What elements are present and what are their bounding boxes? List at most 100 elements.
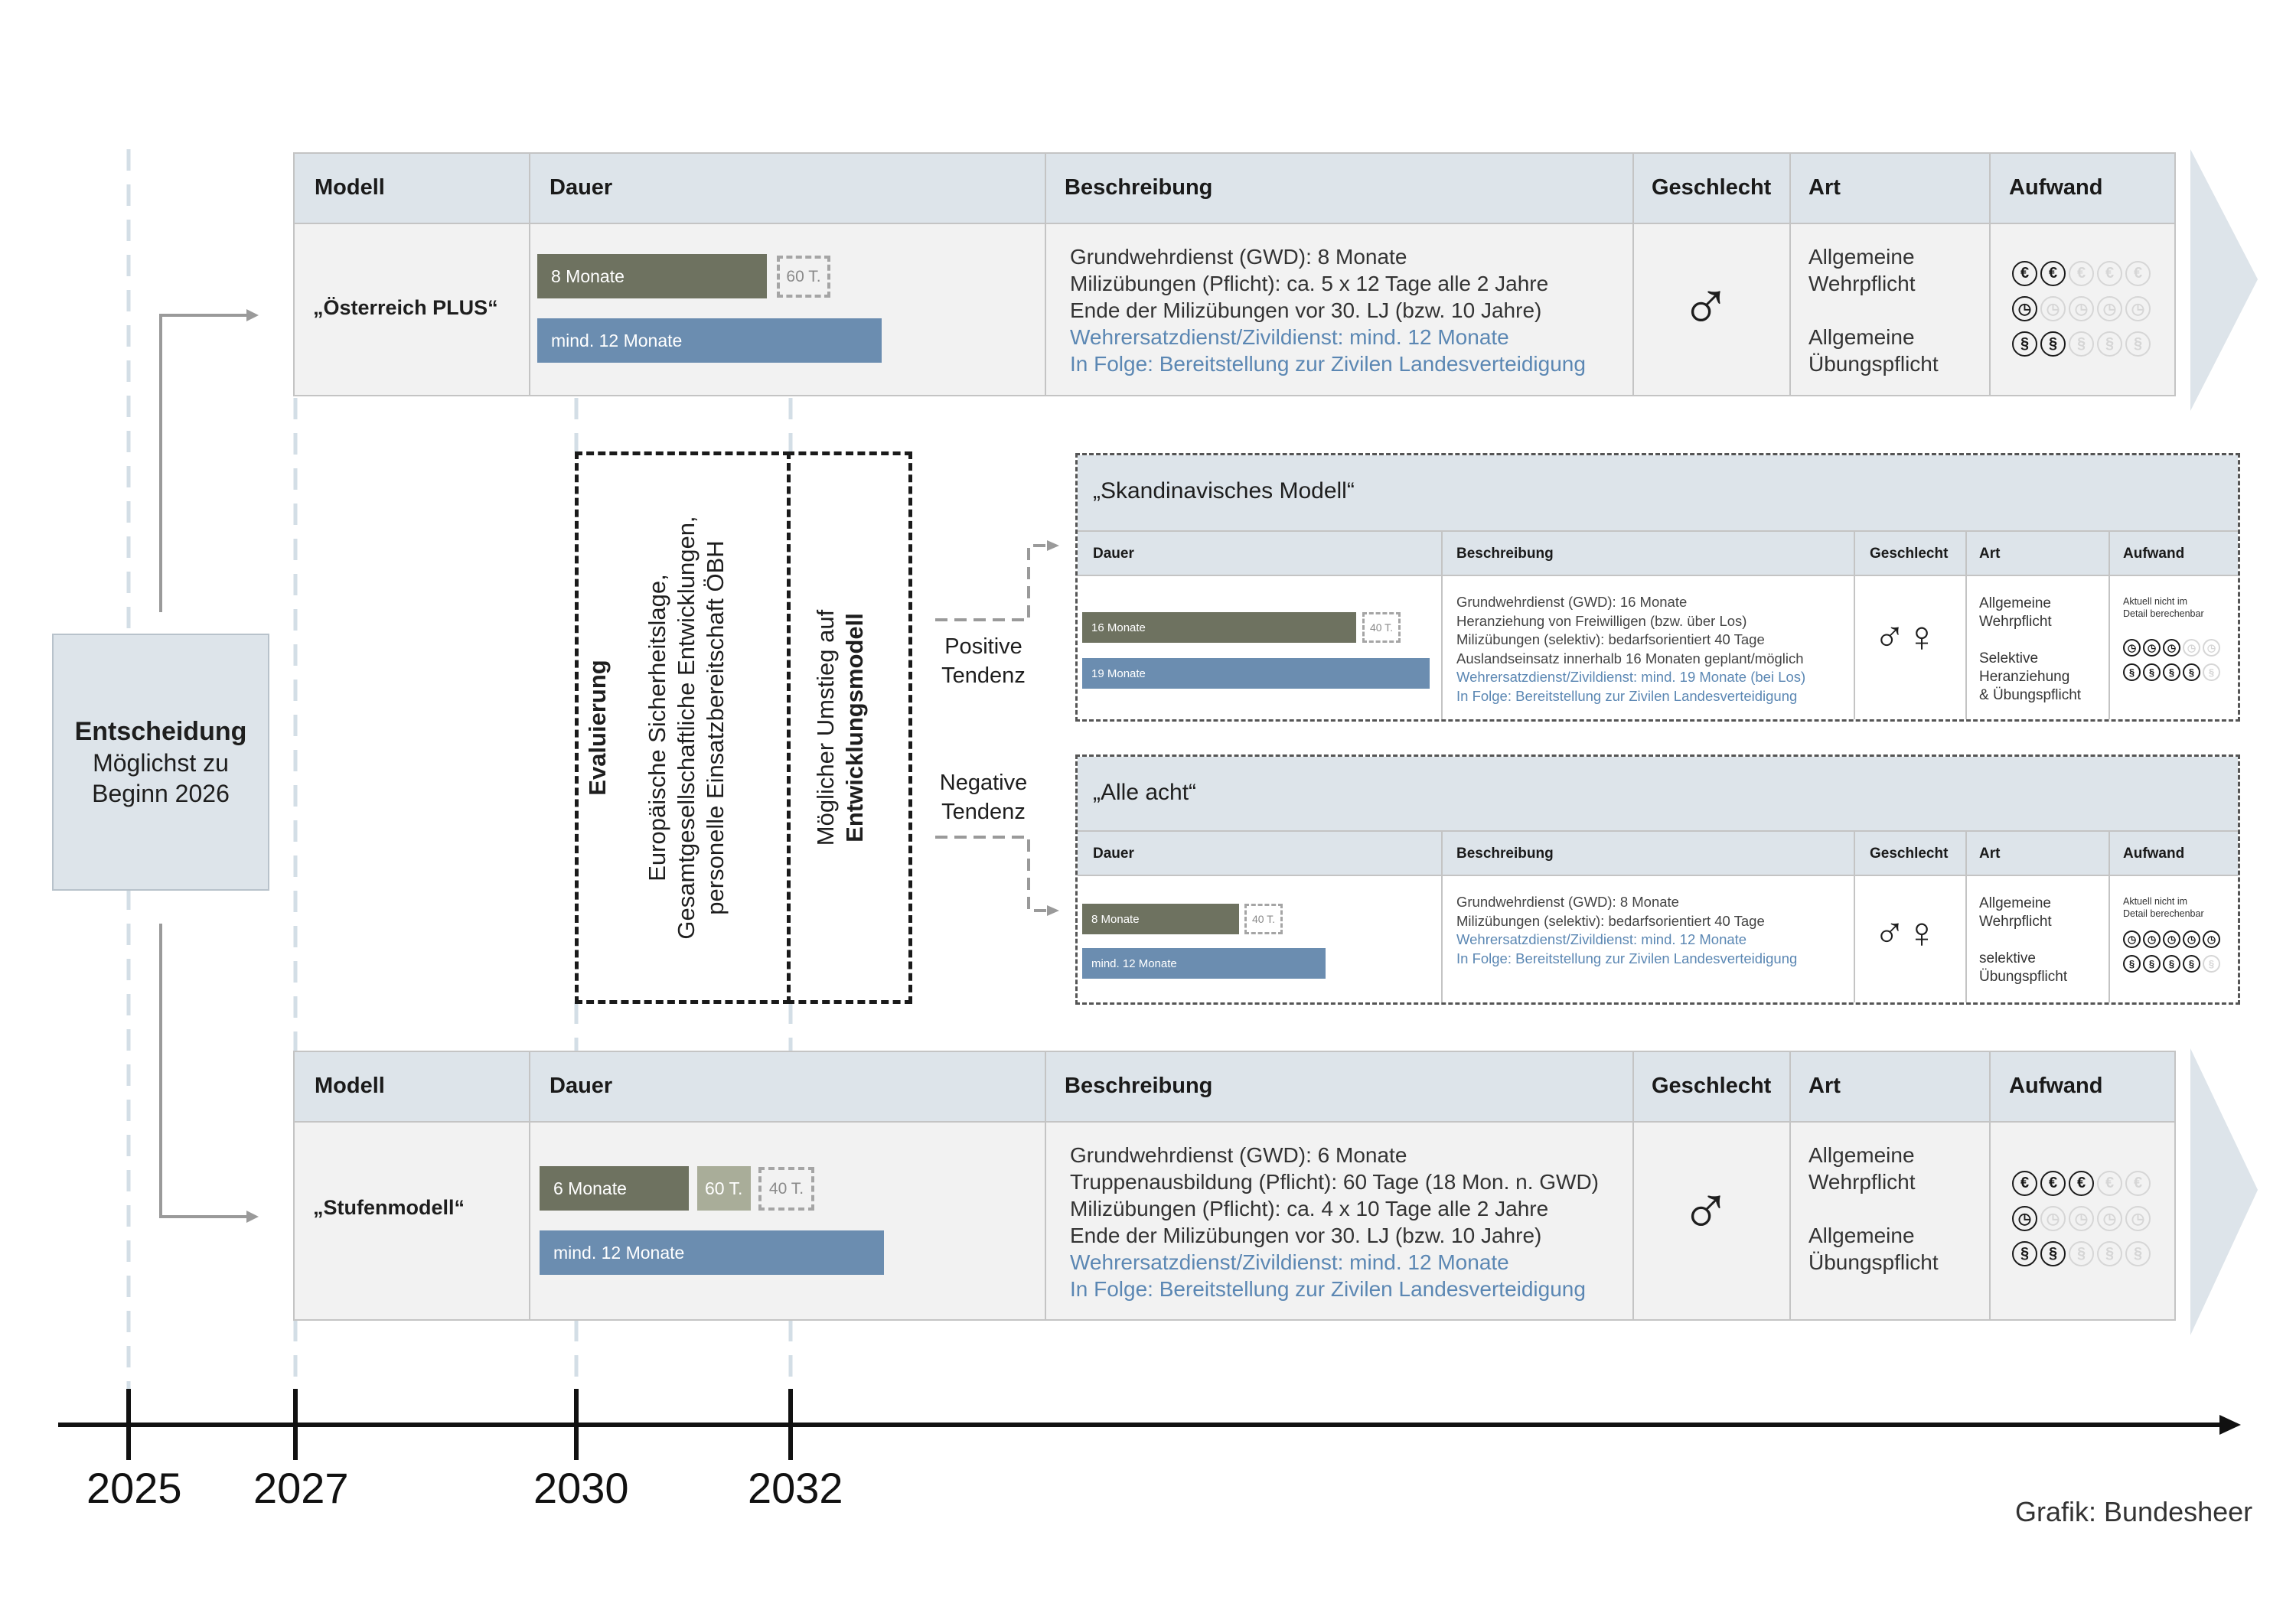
aa-header-geschlecht: Geschlecht xyxy=(1870,846,1949,862)
decision-title: Entscheidung xyxy=(74,717,247,746)
paragraph-icon: § xyxy=(2040,331,2066,357)
top-row-arrow-head xyxy=(2190,149,2258,411)
clock-icon: ◷ xyxy=(2012,1206,2037,1231)
paragraph-icon: § xyxy=(2069,1241,2094,1266)
b-aufwand-icons: €€€€€ ◷◷◷◷◷ §§§§§ xyxy=(2012,1171,2151,1266)
sk-bar-zivildienst: 19 Monate xyxy=(1082,658,1430,689)
bottom-table: Modell Dauer Beschreibung Geschlecht Art… xyxy=(293,1051,2176,1321)
clock-icon: ◷ xyxy=(2097,1206,2122,1231)
clock-icon: ◷ xyxy=(2163,639,2180,657)
paragraph-icons: §§§§§ xyxy=(2012,331,2151,357)
clock-icon: ◷ xyxy=(2097,296,2122,321)
bottom-row-arrow-head xyxy=(2190,1048,2258,1335)
paragraph-icon: § xyxy=(2123,663,2141,681)
paragraph-icon: § xyxy=(2143,663,2161,681)
b-header-modell: Modell xyxy=(315,1074,385,1098)
clock-icon: ◷ xyxy=(2125,1206,2151,1231)
aa-header-aufwand: Aufwand xyxy=(2123,846,2185,862)
paragraph-icon: § xyxy=(2040,1241,2066,1266)
b-bar-zivildienst: mind. 12 Monate xyxy=(540,1230,884,1275)
paragraph-icon: § xyxy=(2097,331,2122,357)
euro-icon: € xyxy=(2012,261,2037,286)
aa-bar-gwd: 8 Monate xyxy=(1082,904,1239,934)
art-text: Allgemeine Wehrpflicht Allgemeine Übungs… xyxy=(1808,245,1939,376)
clock-icon: ◷ xyxy=(2143,930,2161,948)
clock-icon: ◷ xyxy=(2069,296,2094,321)
skandinavisch-panel: „Skandinavisches Modell“ Dauer Beschreib… xyxy=(1075,453,2240,722)
timeline-arrow xyxy=(2219,1415,2241,1435)
sk-bar-gwd: 16 Monate xyxy=(1082,612,1356,643)
paragraph-icon: § xyxy=(2203,663,2220,681)
paragraph-icon: § xyxy=(2163,663,2180,681)
header-dauer: Dauer xyxy=(550,175,613,200)
connector-up xyxy=(159,314,246,612)
aufwand-icons: €€€€€ ◷◷◷◷◷ §§§§§ xyxy=(2012,261,2151,357)
euro-icon: € xyxy=(2125,261,2151,286)
decision-box: Entscheidung Möglichst zu Beginn 2026 xyxy=(52,634,269,891)
year-2025: 2025 xyxy=(86,1464,182,1512)
clock-icon: ◷ xyxy=(2123,639,2141,657)
aa-male-female-icon: ♂♀ xyxy=(1874,908,1938,957)
euro-icon: € xyxy=(2069,261,2094,286)
evaluation-title: Evaluierung xyxy=(584,660,611,796)
sk-male-female-icon: ♂♀ xyxy=(1874,612,1938,660)
b-description: Grundwehrdienst (GWD): 6 Monate Truppena… xyxy=(1070,1143,1600,1301)
euro-icons: €€€€€ xyxy=(2012,261,2151,286)
euro-icon: € xyxy=(2040,261,2066,286)
b-bar-gwd: 6 Monate xyxy=(540,1166,689,1211)
top-table: Modell Dauer Beschreibung Geschlecht Art… xyxy=(293,152,2176,396)
umstieg-box xyxy=(787,451,912,1004)
euro-icon: € xyxy=(2125,1171,2151,1196)
connector-down xyxy=(159,924,246,1218)
aa-bar-zivildienst: mind. 12 Monate xyxy=(1082,948,1326,979)
clock-icon: ◷ xyxy=(2143,639,2161,657)
clock-icon: ◷ xyxy=(2125,296,2151,321)
header-aufwand: Aufwand xyxy=(2009,175,2103,200)
skandinavisch-title: „Skandinavisches Modell“ xyxy=(1093,478,1355,504)
umstieg-text: Möglicher Umstieg auf Entwicklungsmodell xyxy=(812,609,868,846)
euro-icon: € xyxy=(2012,1171,2037,1196)
credit: Grafik: Bundesheer xyxy=(2015,1496,2253,1527)
b-header-geschlecht: Geschlecht xyxy=(1652,1074,1772,1098)
alle-acht-title: „Alle acht“ xyxy=(1093,780,1197,805)
aa-aufwand-note: Aktuell nicht im Detail berechenbar xyxy=(2123,896,2204,919)
alle-acht-panel: „Alle acht“ Dauer Beschreibung Geschlech… xyxy=(1075,754,2240,1005)
clock-icon: ◷ xyxy=(2183,639,2200,657)
aa-header-dauer: Dauer xyxy=(1093,846,1134,862)
b-model-name: „Stufenmodell“ xyxy=(313,1196,465,1219)
paragraph-icon: § xyxy=(2203,955,2220,973)
paragraph-icon: § xyxy=(2163,955,2180,973)
paragraph-icon: § xyxy=(2183,955,2200,973)
paragraph-icon: § xyxy=(2123,955,2141,973)
euro-icon: € xyxy=(2069,1171,2094,1196)
paragraph-icon: § xyxy=(2012,1241,2037,1266)
duration-box-extra: 60 T. xyxy=(777,256,830,298)
clock-icon: ◷ xyxy=(2203,639,2220,657)
sk-header-geschlecht: Geschlecht xyxy=(1870,546,1949,562)
sk-header-art: Art xyxy=(1979,546,2001,562)
male-icon: ♂ xyxy=(1680,269,1732,345)
decision-line1: Möglichst zu xyxy=(93,749,229,777)
connector-negative xyxy=(935,836,1049,912)
b-male-icon: ♂ xyxy=(1680,1173,1732,1250)
paragraph-icon: § xyxy=(2143,955,2161,973)
sk-header-dauer: Dauer xyxy=(1093,546,1134,562)
clock-icon: ◷ xyxy=(2203,930,2220,948)
clock-icon: ◷ xyxy=(2069,1206,2094,1231)
clock-icon: ◷ xyxy=(2163,930,2180,948)
description: Grundwehrdienst (GWD): 8 Monate Milizübu… xyxy=(1070,245,1586,376)
b-header-aufwand: Aufwand xyxy=(2009,1074,2103,1098)
year-2032: 2032 xyxy=(748,1464,843,1512)
sk-description: Grundwehrdienst (GWD): 16 Monate Heranzi… xyxy=(1456,594,1806,704)
aa-box-extra: 40 T. xyxy=(1244,904,1283,934)
paragraph-icon: § xyxy=(2097,1241,2122,1266)
sk-art-text: Allgemeine Wehrpflicht Selektive Heranzi… xyxy=(1979,595,2082,703)
sk-header-beschreibung: Beschreibung xyxy=(1456,546,1554,562)
aa-description: Grundwehrdienst (GWD): 8 Monate Milizübu… xyxy=(1456,894,1798,966)
euro-icon: € xyxy=(2097,1171,2122,1196)
aa-header-art: Art xyxy=(1979,846,2001,862)
b-box-extra: 40 T. xyxy=(758,1167,814,1211)
clock-icons: ◷◷◷◷◷ xyxy=(2012,296,2151,321)
